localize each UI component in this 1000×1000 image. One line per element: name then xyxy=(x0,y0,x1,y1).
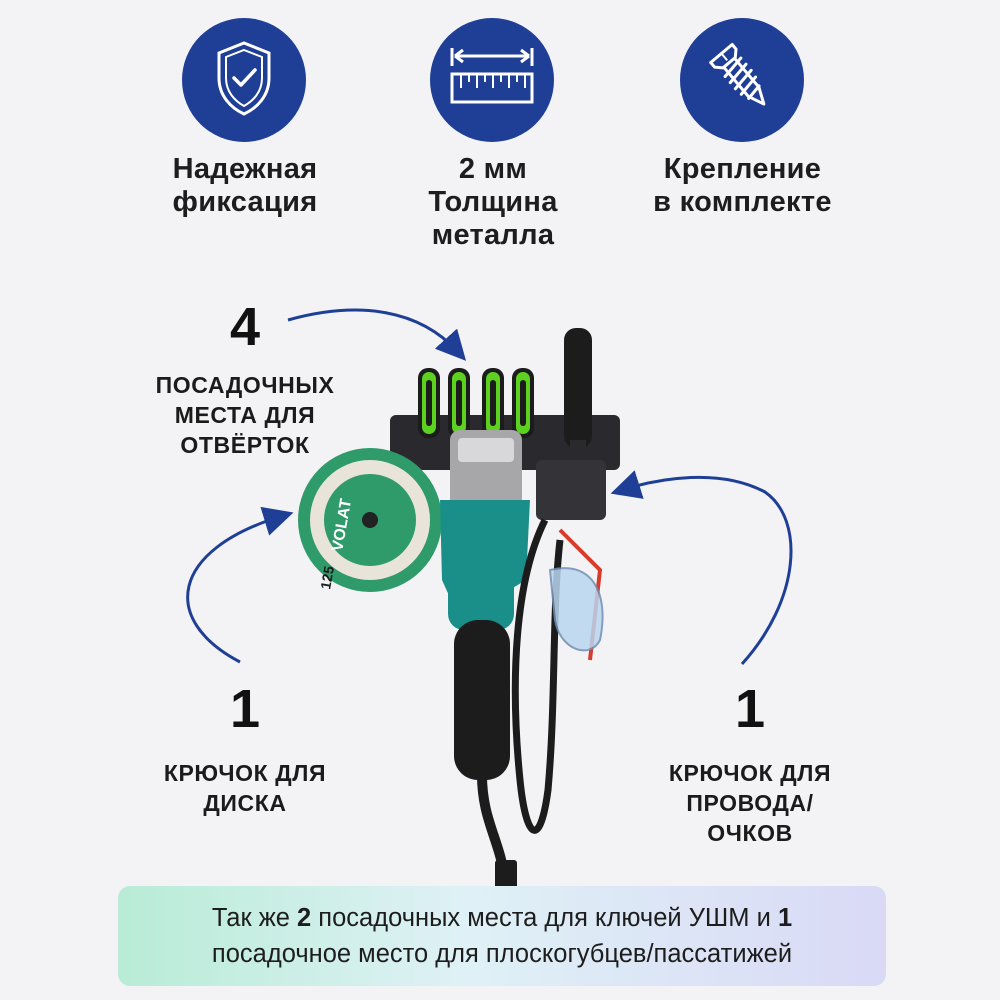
disc-hook-label: КРЮЧОК ДЛЯ ДИСКА xyxy=(163,760,327,816)
tool-holder-illustration: VOLAT 125 xyxy=(298,328,620,890)
disc-hook-count: 1 xyxy=(229,679,261,739)
feature-label-fixation: Надежная фиксация xyxy=(172,153,318,218)
wire-hook-label: КРЮЧОК ДЛЯ ПРОВОДА/ ОЧКОВ xyxy=(668,760,832,846)
safety-glasses xyxy=(548,528,604,661)
cutting-disc: VOLAT 125 xyxy=(298,448,442,592)
angle-grinder xyxy=(440,430,530,890)
wire-hook-count: 1 xyxy=(734,679,766,739)
shield-check-icon xyxy=(209,38,279,123)
power-cable xyxy=(511,518,564,834)
screw-icon xyxy=(702,38,782,123)
bottom-note: Так же 2 посадочных места для ключей УШМ… xyxy=(118,886,886,986)
ruler-icon xyxy=(449,47,535,113)
bottom-note-line-1: Так же 2 посадочных места для ключей УШМ… xyxy=(211,904,793,932)
feature-reliable-fixation-badge xyxy=(182,18,306,142)
feature-metal-thickness-badge xyxy=(430,18,554,142)
bottom-note-line-2: посадочное место для плоскогубцев/пассат… xyxy=(211,940,793,968)
arrow-to-wire-hook xyxy=(610,470,793,666)
screwdriver xyxy=(448,368,470,438)
screwdriver xyxy=(482,368,504,438)
arrow-to-disc-hook xyxy=(186,506,294,664)
screwdriver xyxy=(512,368,534,438)
feature-label-fasteners: Крепление в комплекте xyxy=(653,153,832,218)
feature-label-thickness: 2 мм Толщина металла xyxy=(428,153,558,251)
feature-fasteners-included-badge xyxy=(680,18,804,142)
arrow-to-screwdrivers xyxy=(287,308,467,361)
screwdriver-slots-label: ПОСАДОЧНЫХ МЕСТА ДЛЯ ОТВЁРТОК xyxy=(155,372,335,458)
disc-size-label: 125 xyxy=(317,565,337,591)
screwdrivers xyxy=(418,368,534,438)
screwdriver-slots-count: 4 xyxy=(229,297,261,357)
screwdriver xyxy=(418,368,440,438)
side-handle xyxy=(536,328,606,520)
